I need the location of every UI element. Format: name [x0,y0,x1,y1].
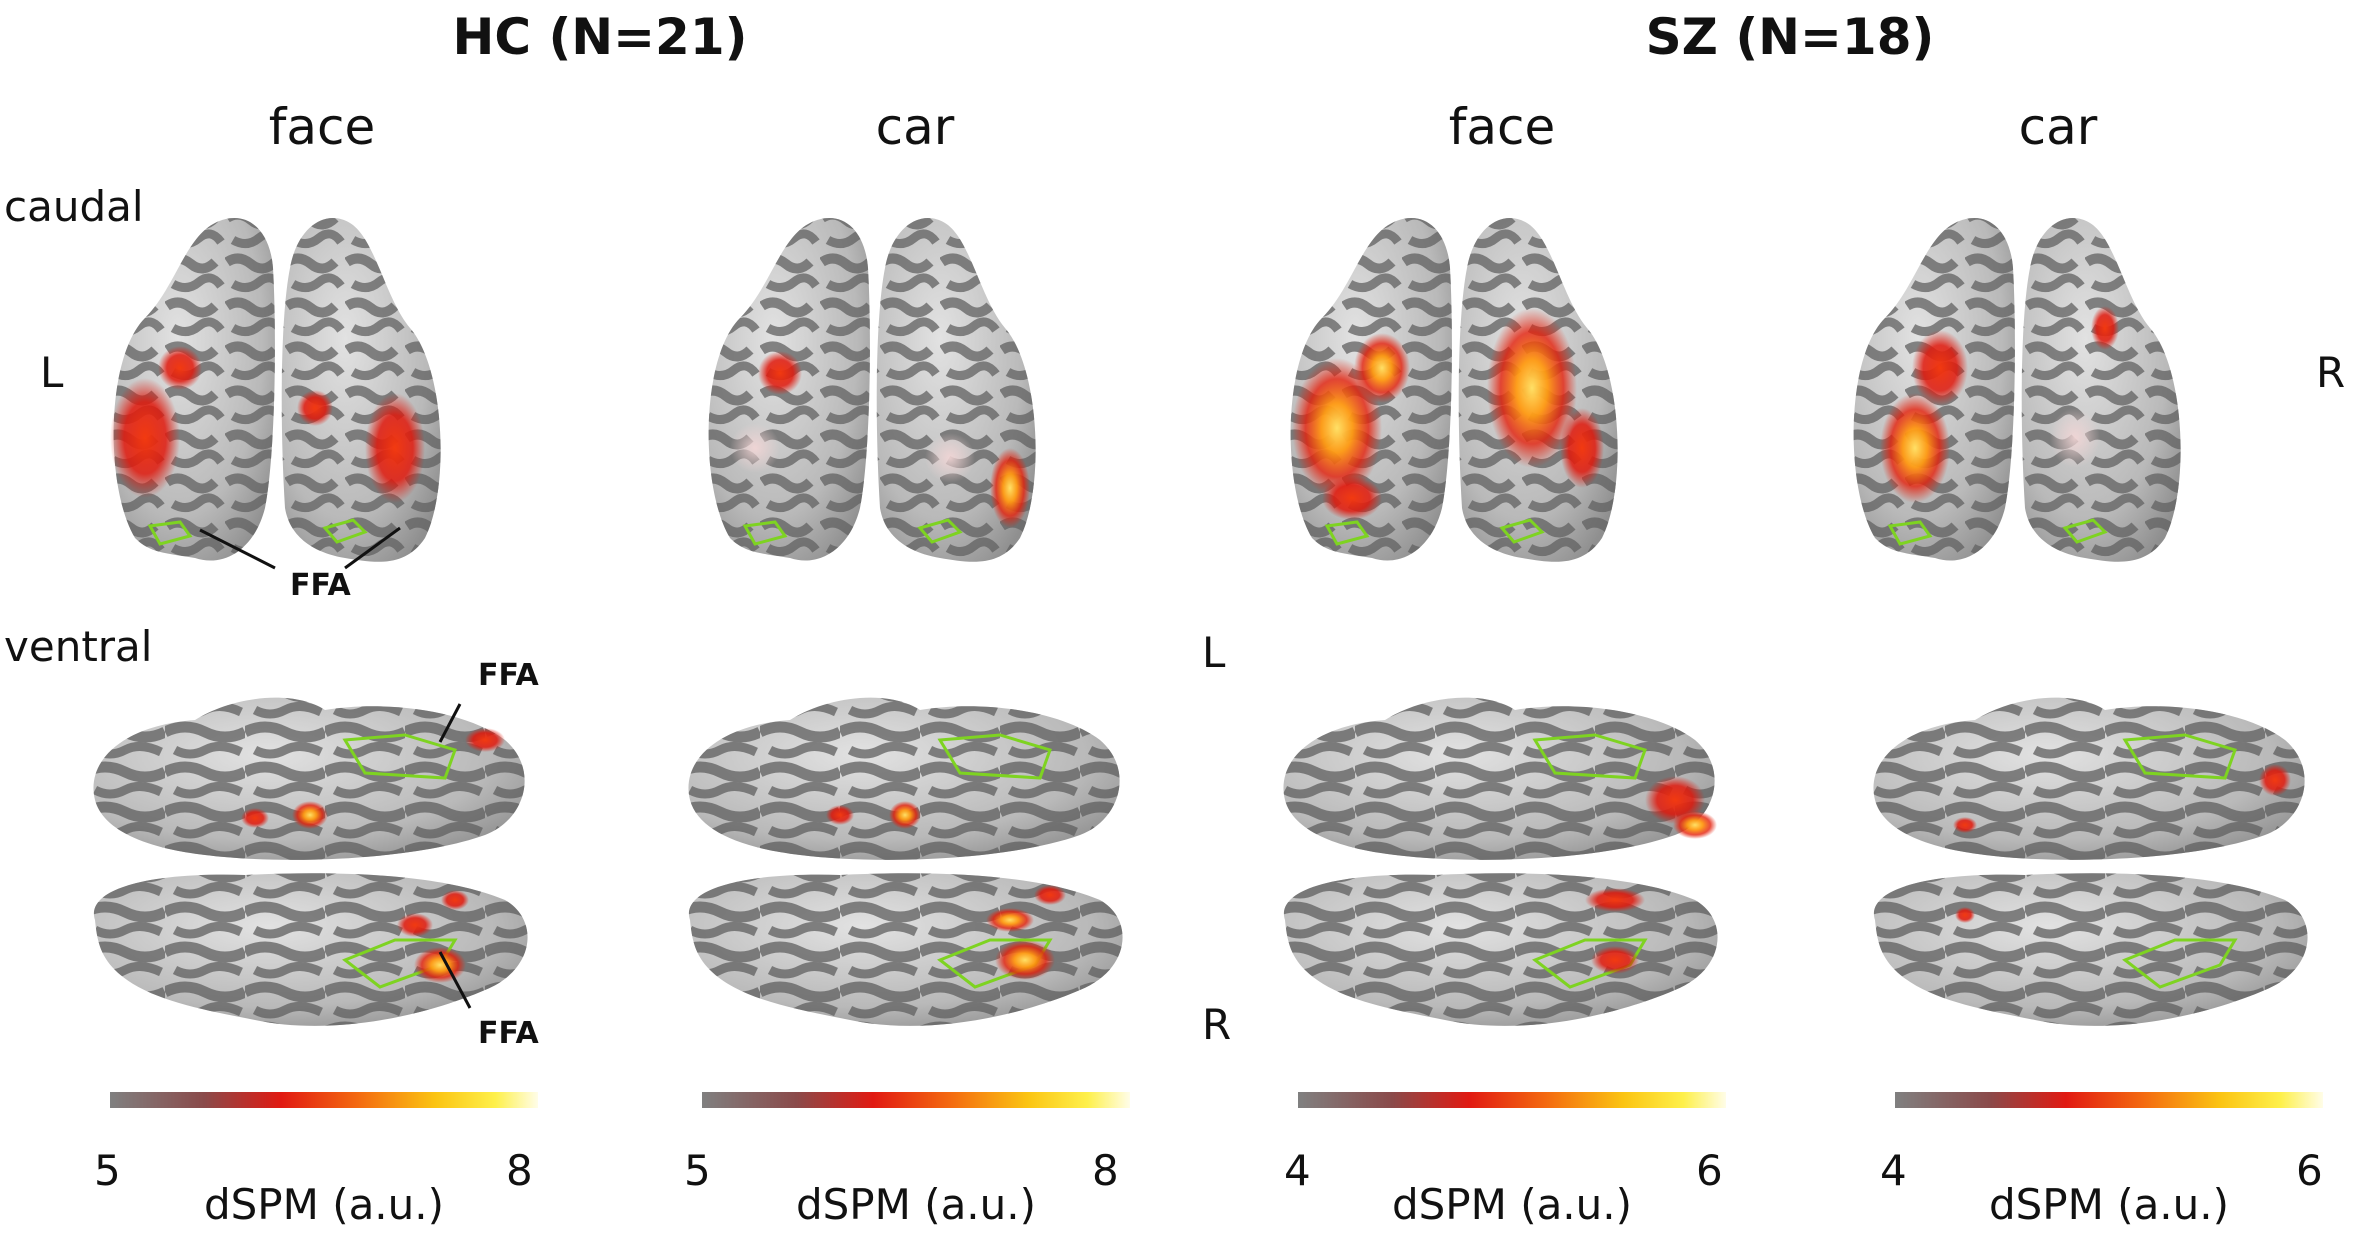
condition-label-sz-face: face [1448,98,1556,156]
colorbar-max-hc-face: 8 [506,1146,533,1195]
colorbar-max-hc-car: 8 [1092,1146,1119,1195]
ffa-callout-lines [199,526,472,1009]
brain-ventral-left-sz-car [1873,697,2305,860]
brain-ventral-right-sz-car [1873,873,2308,1026]
hemisphere-label-right: R [2316,348,2346,397]
condition-label-hc-car: car [875,98,955,156]
brain-ventral-left-sz-face [1283,697,1717,860]
colorbar-min-hc-face: 5 [94,1146,121,1195]
ffa-label-caudal: FFA [290,568,351,603]
brain-ventral-left-hc-car [688,697,1120,860]
colorbar-label-hc-car: dSPM (a.u.) [795,1180,1037,1229]
condition-label-sz-car: car [2018,98,2098,156]
condition-label-hc-face: face [268,98,376,156]
colorbar-max-sz-car: 6 [2296,1146,2323,1195]
brain-caudal-sz-face [1290,218,1618,562]
view-label-caudal: caudal [4,182,144,231]
brain-ventral-left-hc-face [93,697,525,860]
colorbar-label-hc-face: dSPM (a.u.) [203,1180,445,1229]
colorbar-hc-car [702,1092,1130,1108]
view-label-ventral: ventral [4,622,153,671]
colorbar-max-sz-face: 6 [1696,1146,1723,1195]
brain-caudal-hc-face [110,218,441,562]
brain-caudal-sz-car [1853,218,2181,562]
group-title-sz: SZ (N=18) [1645,8,1935,66]
brain-ventral-right-sz-face [1283,873,1718,1026]
hemisphere-label-ventral-left: L [1202,628,1226,677]
brain-ventral-right-hc-face [93,873,528,1026]
colorbar-hc-face [110,1092,538,1108]
ffa-label-ventral-top: FFA [478,658,539,693]
colorbar-label-sz-car: dSPM (a.u.) [1988,1180,2230,1229]
group-title-hc: HC (N=21) [452,8,748,66]
hemisphere-label-ventral-right: R [1202,1000,1232,1049]
hemisphere-label-left: L [40,348,64,397]
colorbar-sz-car [1895,1092,2323,1108]
colorbar-sz-face [1298,1092,1726,1108]
brain-caudal-hc-car [708,218,1036,562]
colorbar-min-sz-face: 4 [1284,1146,1311,1195]
ffa-label-ventral-bottom: FFA [478,1016,539,1051]
colorbar-label-sz-face: dSPM (a.u.) [1391,1180,1633,1229]
colorbar-min-sz-car: 4 [1880,1146,1907,1195]
brain-ventral-right-hc-car [688,873,1123,1026]
colorbar-min-hc-car: 5 [684,1146,711,1195]
